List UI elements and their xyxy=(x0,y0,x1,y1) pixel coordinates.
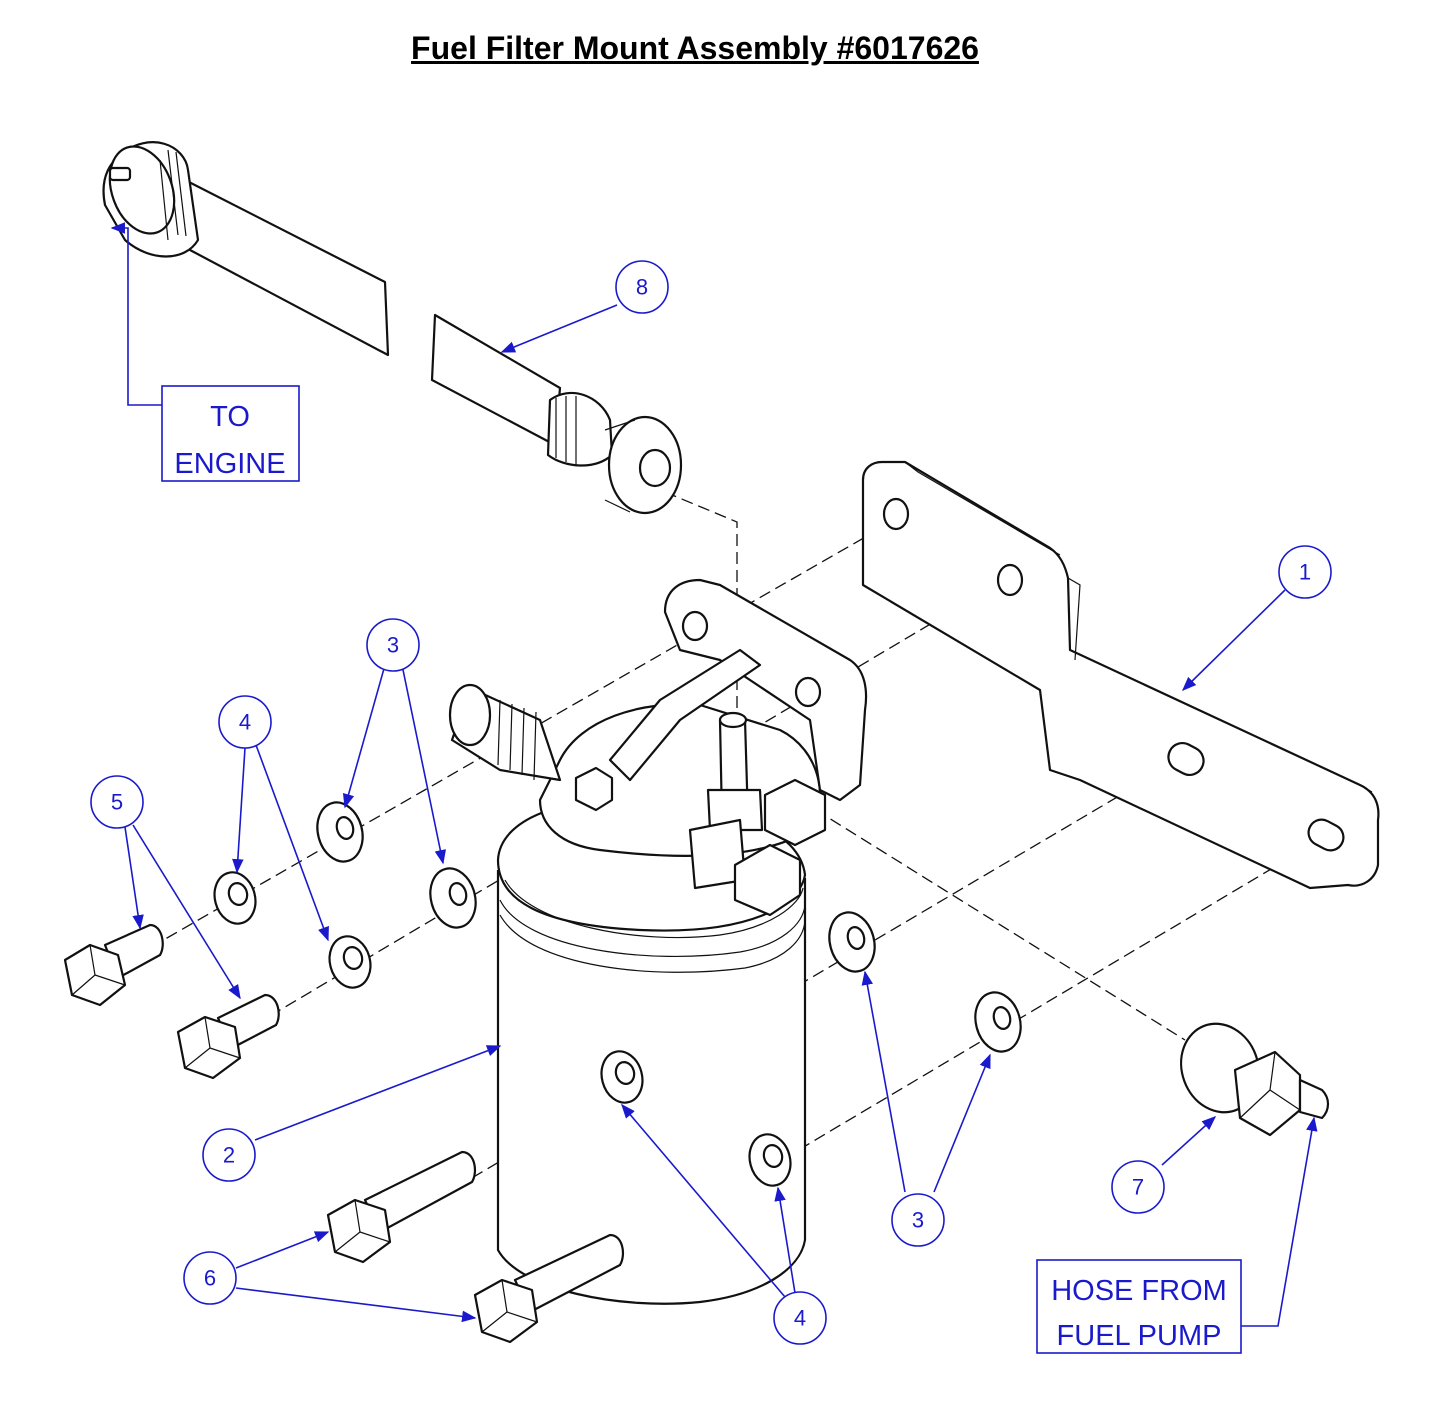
callout-2: 2 xyxy=(202,1128,256,1182)
svg-text:4: 4 xyxy=(794,1306,806,1331)
svg-text:HOSE FROM: HOSE FROM xyxy=(1051,1275,1227,1307)
mounting-bracket xyxy=(861,460,1380,890)
svg-text:1: 1 xyxy=(1299,560,1311,585)
callout-4-top: 4 xyxy=(218,695,272,749)
svg-text:5: 5 xyxy=(111,790,123,815)
svg-text:8: 8 xyxy=(636,275,648,300)
callout-7: 7 xyxy=(1111,1160,1165,1214)
svg-text:2: 2 xyxy=(223,1143,235,1168)
fuel-filter xyxy=(448,578,868,1305)
page-title: Fuel Filter Mount Assembly #6017626 xyxy=(411,30,979,66)
to-engine-note: TO ENGINE xyxy=(161,385,300,482)
callout-3-top: 3 xyxy=(366,618,420,672)
svg-text:7: 7 xyxy=(1132,1175,1144,1200)
callout-4-bottom: 4 xyxy=(773,1291,827,1345)
short-bolts xyxy=(63,923,280,1080)
flat-washers xyxy=(316,801,1022,1053)
hose-from-fuel-pump-note: HOSE FROM FUEL PUMP xyxy=(1036,1259,1242,1354)
svg-text:ENGINE: ENGINE xyxy=(174,448,285,480)
svg-text:3: 3 xyxy=(387,633,399,658)
callout-6: 6 xyxy=(183,1251,237,1305)
callout-1: 1 xyxy=(1278,545,1332,599)
hose-fitting xyxy=(1180,1022,1330,1137)
callout-3-bottom: 3 xyxy=(891,1193,945,1247)
callout-5: 5 xyxy=(90,775,144,829)
svg-text:6: 6 xyxy=(204,1266,216,1291)
hose-upper-section xyxy=(102,141,390,357)
long-bolts xyxy=(326,1150,625,1344)
svg-text:3: 3 xyxy=(912,1208,924,1233)
lock-washers xyxy=(213,871,792,1187)
leader-lines xyxy=(110,222,1318,1327)
hose-lower-section xyxy=(430,313,683,515)
svg-text:FUEL PUMP: FUEL PUMP xyxy=(1057,1320,1222,1352)
callout-8: 8 xyxy=(615,260,669,314)
svg-text:4: 4 xyxy=(239,710,251,735)
svg-text:TO: TO xyxy=(210,401,250,433)
